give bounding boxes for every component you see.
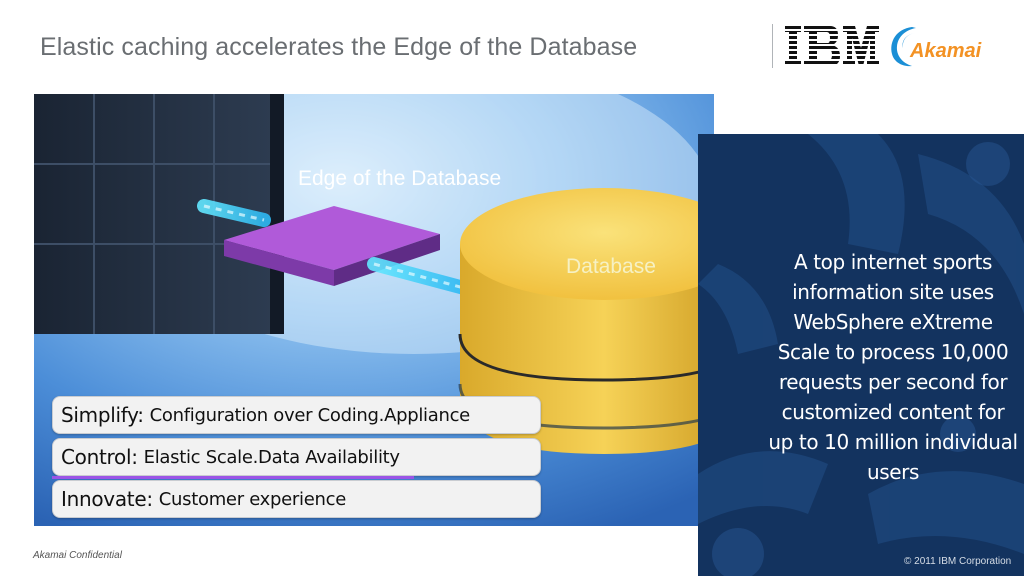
scene-illustration: [34, 94, 714, 526]
page-title: Elastic caching accelerates the Edge of …: [40, 33, 638, 61]
right-panel: [698, 134, 1024, 576]
pill-control-rest: Elastic Scale.Data Availability: [143, 446, 400, 468]
footer-confidential: Akamai Confidential: [33, 550, 122, 561]
pill-control: Control: Elastic Scale.Data Availability: [52, 438, 541, 476]
scene-label-database: Database: [566, 255, 656, 278]
pill-control-lead: Control:: [61, 445, 138, 469]
ibm-logo: [785, 26, 879, 66]
akamai-wordmark: Akamai: [909, 40, 982, 62]
scene-label-edge: Edge of the Database: [298, 167, 502, 190]
pill-innovate-rest: Customer experience: [158, 488, 347, 510]
logo-separator: [772, 24, 773, 68]
pill-simplify: Simplify: Configuration over Coding.Appl…: [52, 396, 541, 434]
pill-innovate: Innovate: Customer experience: [52, 480, 541, 518]
akamai-logo: Akamai: [891, 27, 982, 67]
pill-simplify-lead: Simplify:: [61, 403, 144, 427]
footer-copyright: © 2011 IBM Corporation: [904, 556, 1012, 567]
right-panel-text: A top internet sports information site u…: [768, 250, 1018, 484]
pill-control-accent: [52, 476, 414, 479]
pill-innovate-lead: Innovate:: [61, 487, 153, 511]
pill-simplify-rest: Configuration over Coding.Appliance: [149, 404, 471, 426]
